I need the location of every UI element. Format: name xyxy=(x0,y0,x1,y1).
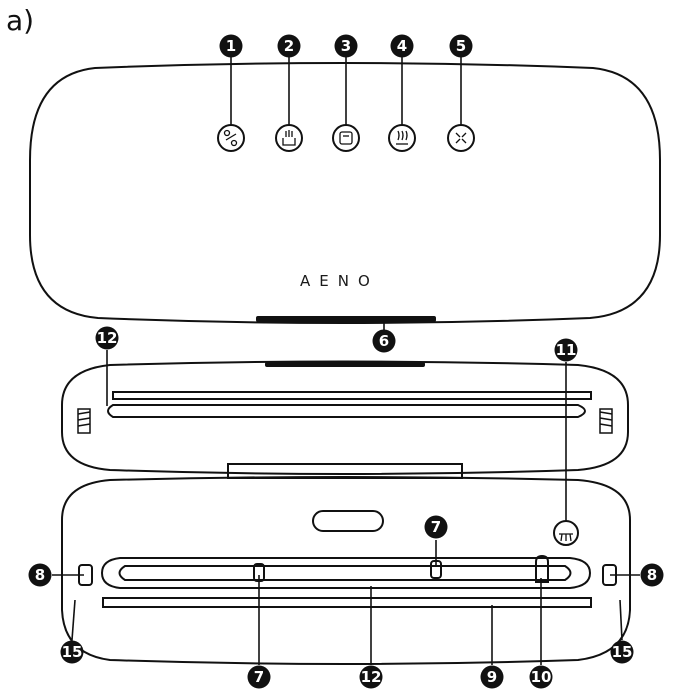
callout-c10-badge xyxy=(529,665,553,689)
callout-c10-number: 10 xyxy=(531,668,552,686)
callout-c4-number: 4 xyxy=(397,37,407,55)
right-vent-icon xyxy=(599,408,613,434)
sealing-strip-loop xyxy=(107,404,586,418)
lid-front-strip xyxy=(256,316,436,322)
callout-c2-number: 2 xyxy=(284,37,294,55)
callout-c3-number: 3 xyxy=(341,37,351,55)
panel-label: a) xyxy=(6,4,35,37)
callout-c11-badge xyxy=(554,338,578,362)
callout-c5-number: 5 xyxy=(456,37,466,55)
top-lid-outline xyxy=(29,62,661,324)
hinge-bar xyxy=(227,463,463,479)
callout-c12b-number: 12 xyxy=(361,668,382,686)
callout-c1-badge xyxy=(219,34,243,58)
button-3-canister-icon[interactable] xyxy=(332,124,360,152)
callout-c15a-number: 15 xyxy=(62,643,83,661)
callout-c9-badge xyxy=(480,665,504,689)
callout-c12a-number: 12 xyxy=(97,329,118,347)
upper-seal-bar xyxy=(112,391,592,400)
callout-c9-number: 9 xyxy=(487,668,497,686)
callout-c6-badge xyxy=(372,329,396,353)
left-vent-icon xyxy=(77,408,91,434)
callout-c5-badge xyxy=(449,34,473,58)
callout-c1-number: 1 xyxy=(226,37,236,55)
callout-c8b-number: 8 xyxy=(647,566,657,584)
button-2-vacuum-icon[interactable] xyxy=(275,124,303,152)
callout-c7b-number: 7 xyxy=(254,668,264,686)
callout-c8a-badge xyxy=(28,563,52,587)
callout-c7b-badge xyxy=(247,665,271,689)
callout-c8b-badge xyxy=(640,563,664,587)
callout-c7a-number: 7 xyxy=(431,518,441,536)
brand-logo: AENO xyxy=(300,272,379,290)
callout-c6-number: 6 xyxy=(379,332,389,350)
callout-c11-number: 11 xyxy=(556,341,577,359)
heating-strip xyxy=(102,597,592,608)
lid-underside-outline xyxy=(61,360,629,475)
inner-gasket-loop xyxy=(118,565,572,581)
button-1-seal-icon[interactable] xyxy=(217,124,245,152)
vacuum-chamber-gasket xyxy=(100,557,592,589)
top-edge-bar xyxy=(265,362,425,367)
accessory-port xyxy=(312,510,384,532)
button-5-stop-icon[interactable] xyxy=(447,124,475,152)
callout-c2-badge xyxy=(277,34,301,58)
callout-c4-badge xyxy=(390,34,414,58)
port-11-icon xyxy=(553,520,579,546)
callout-c12b-badge xyxy=(359,665,383,689)
vacuum-nozzle xyxy=(535,554,549,583)
base-outline xyxy=(61,476,631,665)
callout-c15b-number: 15 xyxy=(612,643,633,661)
callout-c15b-badge xyxy=(610,640,634,664)
callout-c8a-number: 8 xyxy=(35,566,45,584)
callout-c7a-badge xyxy=(424,515,448,539)
callout-c15a-badge xyxy=(60,640,84,664)
callout-c3-badge xyxy=(334,34,358,58)
callout-c12a-badge xyxy=(95,326,119,350)
button-glyphs xyxy=(223,129,467,147)
